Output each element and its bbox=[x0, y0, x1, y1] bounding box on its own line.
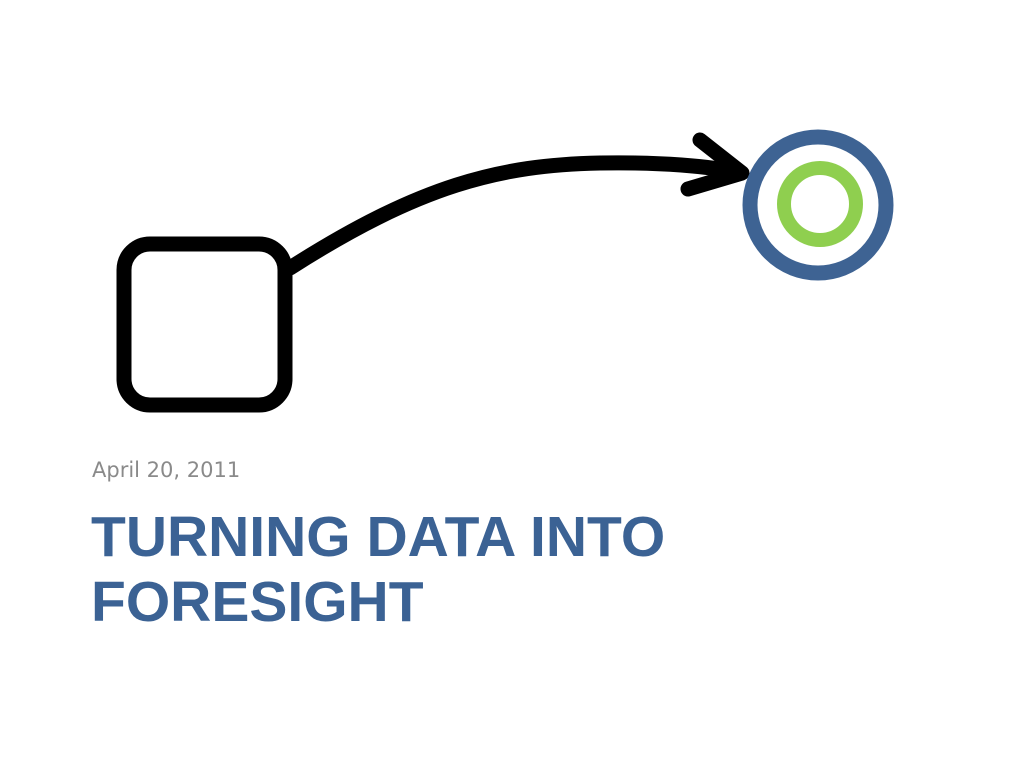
target-outer-ring bbox=[742, 129, 894, 281]
slide-title: TURNING DATA INTO FORESIGHT bbox=[91, 505, 851, 635]
slide-date: April 20, 2011 bbox=[92, 458, 241, 482]
target-icon bbox=[742, 129, 894, 281]
target-inner-ring bbox=[777, 161, 863, 247]
arrow-head-icon bbox=[680, 132, 750, 197]
process-graphic bbox=[116, 129, 894, 413]
curved-arrow-icon bbox=[282, 155, 748, 276]
title-line-2: FORESIGHT bbox=[91, 570, 424, 634]
rounded-square-icon bbox=[116, 236, 293, 413]
title-line-1: TURNING DATA INTO bbox=[91, 505, 666, 569]
